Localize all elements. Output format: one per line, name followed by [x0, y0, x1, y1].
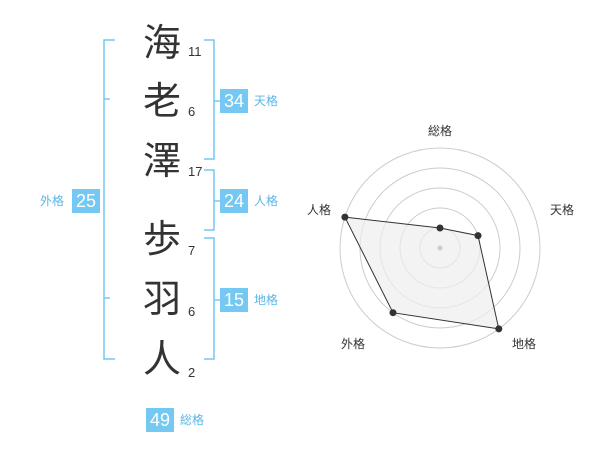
stroke-count-2: 6 — [188, 104, 196, 119]
stroke-count-4: 7 — [188, 243, 196, 258]
radar-point-2 — [474, 232, 482, 240]
stroke-count-1: 11 — [188, 44, 202, 59]
radar-point-5 — [341, 213, 349, 221]
gaikaku-value-badge: 25 — [72, 189, 100, 213]
soukaku-label: 総格 — [180, 413, 205, 427]
radar-point-1 — [436, 224, 444, 232]
jinkaku-label: 人格 — [254, 194, 279, 208]
stroke-count-5: 6 — [188, 304, 196, 319]
gaikaku-bracket — [103, 39, 115, 360]
name-char-3: 澤 — [142, 139, 181, 183]
radar-axis-label-chikaku: 地格 — [512, 337, 537, 351]
name-char-2: 老 — [142, 79, 181, 123]
name-char-4: 歩 — [142, 217, 181, 261]
chikaku-label: 地格 — [254, 293, 279, 307]
radar-data-polygon — [344, 216, 500, 330]
radar-point-4 — [389, 309, 397, 317]
name-char-5: 羽 — [142, 277, 181, 321]
soukaku-value-badge: 49 — [146, 408, 174, 432]
radar-axis-label-tenkaku: 天格 — [550, 203, 575, 217]
radar-axis-label-soukaku: 総格 — [428, 124, 453, 138]
radar-axis-label-gaikaku: 外格 — [341, 337, 366, 351]
stroke-count-3: 17 — [188, 164, 203, 179]
radar-point-3 — [495, 325, 503, 333]
jinkaku-value-badge: 24 — [220, 189, 248, 213]
chikaku-value-badge: 15 — [220, 288, 248, 312]
gaikaku-label: 外格 — [40, 194, 65, 208]
tenkaku-bracket — [204, 39, 215, 160]
radar-ring — [339, 147, 541, 349]
jinkaku-bracket — [204, 169, 215, 231]
tenkaku-label: 天格 — [254, 94, 279, 108]
name-char-6: 人 — [142, 337, 181, 381]
chikaku-bracket — [204, 237, 215, 360]
tenkaku-value-badge: 34 — [220, 89, 248, 113]
radar-axis-label-jinkaku: 人格 — [307, 203, 332, 217]
radar-center-dot — [437, 245, 443, 251]
stroke-count-6: 2 — [188, 365, 196, 380]
name-char-1: 海 — [142, 21, 181, 65]
